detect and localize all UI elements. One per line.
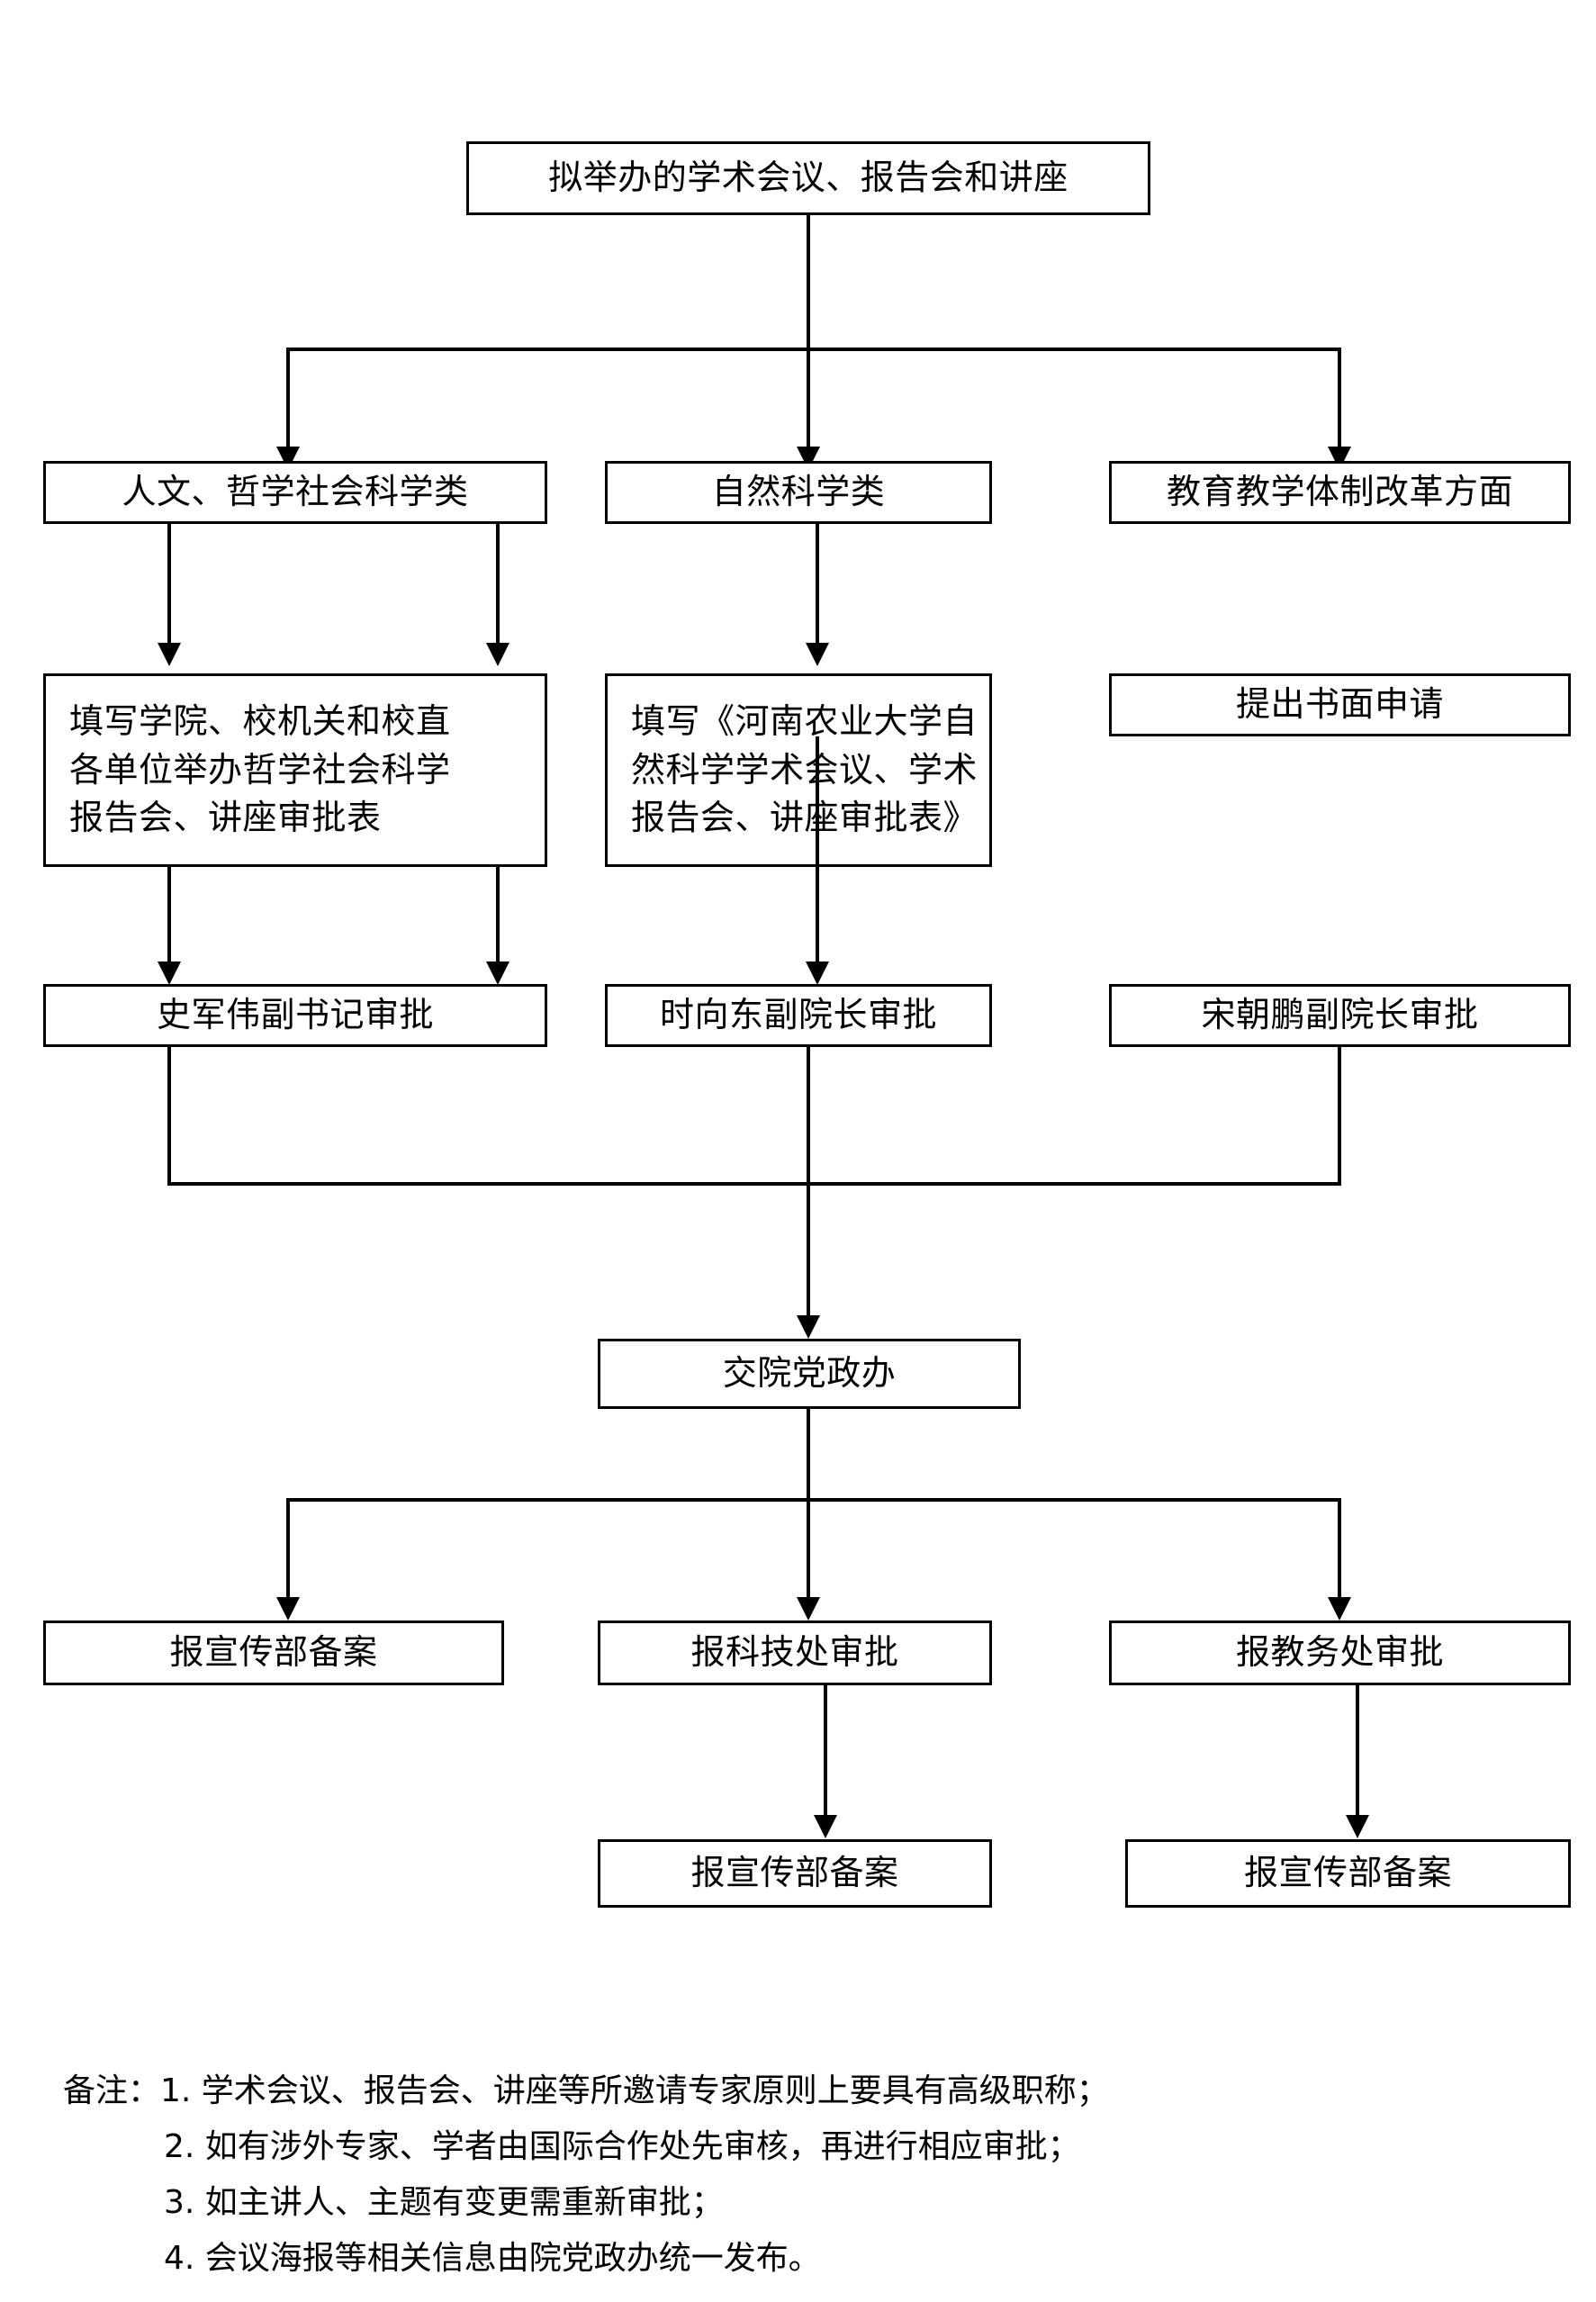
arrowhead-humanities-approve bbox=[158, 961, 181, 985]
arrowhead-humanities-form bbox=[158, 643, 181, 666]
connector-form-education-to-approve bbox=[816, 736, 819, 968]
node-approve-natural[interactable]: 时向东副院长审批 bbox=[605, 984, 992, 1047]
node-approve-education-label: 宋朝鹏副院长审批 bbox=[1201, 995, 1479, 1035]
connector-fork-bus-bottom bbox=[286, 1498, 1341, 1502]
note-item-2: 2. 如有涉外专家、学者由国际合作处先审核，再进行相应审批； bbox=[164, 2127, 1080, 2165]
arrowhead-to-office bbox=[797, 1315, 820, 1339]
arrowhead-natural-approve bbox=[486, 961, 509, 985]
connector-science-tech-to-propaganda bbox=[824, 1685, 827, 1820]
node-form-education-label: 提出书面申请 bbox=[1235, 684, 1444, 725]
node-form-natural[interactable]: 填写《河南农业大学自 然科学学术会议、学术 报告会、讲座审批表》 bbox=[605, 673, 992, 867]
node-file-propaganda-right[interactable]: 报宣传部备案 bbox=[1125, 1839, 1571, 1908]
arrowhead-science-tech-propaganda bbox=[814, 1815, 837, 1838]
node-approve-education[interactable]: 宋朝鹏副院长审批 bbox=[1109, 984, 1571, 1047]
node-category-natural[interactable]: 自然科学类 bbox=[605, 461, 992, 524]
arrowhead-natural-form bbox=[486, 643, 509, 666]
arrowhead-to-propaganda-left bbox=[276, 1597, 300, 1620]
node-form-natural-label: 填写《河南农业大学自 然科学学术会议、学术 报告会、讲座审批表》 bbox=[631, 700, 978, 838]
node-file-propaganda-right-label: 报宣传部备案 bbox=[1243, 1853, 1452, 1893]
node-review-science-tech-label: 报科技处审批 bbox=[690, 1632, 899, 1673]
note-item-4: 4. 会议海报等相关信息由院党政办统一发布。 bbox=[164, 2239, 821, 2277]
note-item-1: 1. 学术会议、报告会、讲座等所邀请专家原则上要具有高级职称； bbox=[160, 2072, 1109, 2109]
node-category-natural-label: 自然科学类 bbox=[711, 472, 886, 512]
connector-fork2-right-down bbox=[1338, 1498, 1341, 1604]
node-review-science-tech[interactable]: 报科技处审批 bbox=[598, 1620, 992, 1685]
connector-office-down bbox=[807, 1409, 810, 1548]
connector-fork2-mid-down bbox=[807, 1498, 810, 1604]
node-category-education[interactable]: 教育教学体制改革方面 bbox=[1109, 461, 1571, 524]
node-review-academic-affairs[interactable]: 报教务处审批 bbox=[1109, 1620, 1571, 1685]
notes-block: 备注：1. 学术会议、报告会、讲座等所邀请专家原则上要具有高级职称； 2. 如有… bbox=[63, 2063, 1521, 2287]
notes-label: 备注： bbox=[63, 2072, 161, 2109]
connector-fork-left-down bbox=[286, 348, 290, 453]
arrowhead-to-science-tech bbox=[797, 1597, 820, 1620]
node-file-propaganda-left-label: 报宣传部备案 bbox=[169, 1632, 378, 1673]
arrowhead-academic-affairs-propaganda bbox=[1346, 1815, 1369, 1838]
connector-merge-center-down bbox=[807, 1047, 810, 1322]
node-office-label: 交院党政办 bbox=[722, 1353, 897, 1394]
node-category-education-label: 教育教学体制改革方面 bbox=[1166, 472, 1513, 512]
arrowhead-education-form bbox=[806, 643, 829, 666]
note-line-2: 2. 如有涉外专家、学者由国际合作处先审核，再进行相应审批； bbox=[63, 2119, 1521, 2175]
connector-merge-left-down bbox=[167, 1047, 171, 1186]
connector-academic-affairs-to-propaganda bbox=[1356, 1685, 1359, 1820]
connector-education-to-form bbox=[816, 524, 819, 648]
node-category-humanities[interactable]: 人文、哲学社会科学类 bbox=[43, 461, 547, 524]
node-approve-natural-label: 时向东副院长审批 bbox=[659, 995, 937, 1035]
node-file-propaganda-mid-label: 报宣传部备案 bbox=[690, 1853, 899, 1893]
connector-fork-right-down bbox=[1338, 348, 1341, 453]
connector-start-down bbox=[807, 215, 810, 349]
node-review-academic-affairs-label: 报教务处审批 bbox=[1235, 1632, 1444, 1673]
node-file-propaganda-mid[interactable]: 报宣传部备案 bbox=[598, 1839, 992, 1908]
node-start[interactable]: 拟举办的学术会议、报告会和讲座 bbox=[466, 141, 1150, 215]
connector-fork-mid-down bbox=[807, 348, 810, 453]
node-start-label: 拟举办的学术会议、报告会和讲座 bbox=[548, 158, 1069, 198]
connector-humanities-to-form bbox=[167, 524, 171, 648]
note-line-1: 备注：1. 学术会议、报告会、讲座等所邀请专家原则上要具有高级职称； bbox=[63, 2063, 1521, 2119]
connector-merge-bus bbox=[167, 1182, 1341, 1186]
connector-form-humanities-to-approve bbox=[167, 867, 171, 968]
node-form-humanities-label: 填写学院、校机关和校直 各单位举办哲学社会科学 报告会、讲座审批表 bbox=[69, 700, 451, 838]
note-line-3: 3. 如主讲人、主题有变更需重新审批； bbox=[63, 2175, 1521, 2231]
note-item-3: 3. 如主讲人、主题有变更需重新审批； bbox=[164, 2183, 724, 2221]
node-office[interactable]: 交院党政办 bbox=[598, 1339, 1021, 1409]
connector-fork2-left-down bbox=[286, 1498, 290, 1604]
arrowhead-education-approve bbox=[806, 961, 829, 985]
node-category-humanities-label: 人文、哲学社会科学类 bbox=[122, 472, 469, 512]
node-approve-humanities-label: 史军伟副书记审批 bbox=[156, 995, 434, 1035]
node-form-education[interactable]: 提出书面申请 bbox=[1109, 673, 1571, 736]
arrowhead-to-academic-affairs bbox=[1328, 1597, 1351, 1620]
node-approve-humanities[interactable]: 史军伟副书记审批 bbox=[43, 984, 547, 1047]
connector-fork-bus-top bbox=[286, 348, 1341, 351]
connector-natural-to-form bbox=[496, 524, 500, 648]
node-form-humanities[interactable]: 填写学院、校机关和校直 各单位举办哲学社会科学 报告会、讲座审批表 bbox=[43, 673, 547, 867]
node-file-propaganda-left[interactable]: 报宣传部备案 bbox=[43, 1620, 504, 1685]
note-line-4: 4. 会议海报等相关信息由院党政办统一发布。 bbox=[63, 2231, 1521, 2287]
connector-merge-right-down bbox=[1338, 1047, 1341, 1186]
connector-form-natural-to-approve bbox=[496, 867, 500, 968]
